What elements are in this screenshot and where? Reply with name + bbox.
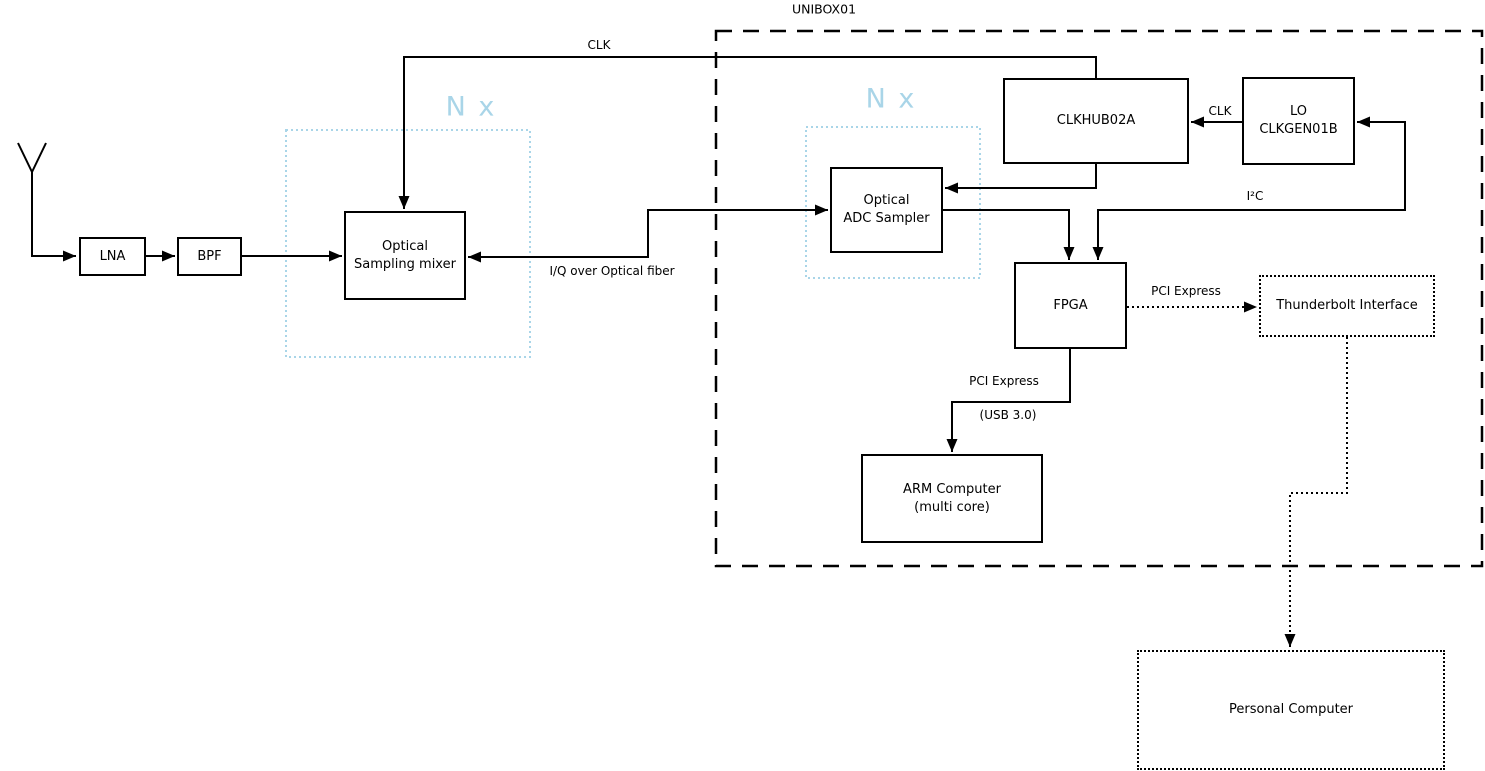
- nx-right-border: [805, 126, 981, 279]
- edge-clkhub-to-adc: [945, 164, 1097, 194]
- lo-label-line1: LO: [1289, 104, 1307, 120]
- edge-fpga-to-arm: [946, 349, 1071, 452]
- edge-adc-to-fpga: [943, 209, 1075, 260]
- edge-thunderbolt-to-pc: [1284, 337, 1348, 647]
- node-personal-computer: Personal Computer: [1137, 650, 1445, 770]
- arm-label-line1: ARM Computer: [903, 481, 1001, 497]
- mixer-label-line1: Optical: [382, 238, 428, 254]
- i2c-label: I²C: [1246, 189, 1264, 203]
- node-optical-adc-sampler: Optical ADC Sampler: [830, 167, 943, 253]
- edge-antenna-to-lna: [31, 172, 76, 262]
- lna-label: LNA: [99, 248, 126, 264]
- personal-computer-label: Personal Computer: [1228, 702, 1354, 718]
- clk-top-label: CLK: [587, 38, 611, 52]
- nx-left-label: N x: [445, 91, 497, 123]
- unibox-group-label: UNIBOX01: [791, 1, 857, 17]
- edge-iq-fiber: [468, 204, 828, 263]
- iq-fiber-label: I/Q over Optical fiber: [549, 264, 675, 278]
- node-lo-clkgen: LO CLKGEN01B: [1242, 77, 1355, 165]
- edge-i2c: [1092, 116, 1406, 260]
- thunderbolt-label: Thunderbolt Interface: [1276, 298, 1418, 314]
- antenna-icon: [17, 142, 47, 175]
- node-optical-sampling-mixer: Optical Sampling mixer: [344, 211, 466, 300]
- pcie-arm-label: PCI Express: [969, 374, 1039, 388]
- node-thunderbolt-interface: Thunderbolt Interface: [1259, 275, 1435, 337]
- edge-clk-to-mixer: [398, 56, 1097, 209]
- node-fpga: FPGA: [1014, 262, 1127, 349]
- nx-left-border: [285, 129, 531, 358]
- pcie-thunderbolt-label: PCI Express: [1151, 284, 1221, 298]
- nx-right-label: N x: [865, 83, 917, 115]
- fpga-label: FPGA: [1053, 297, 1088, 313]
- node-lna: LNA: [79, 237, 146, 276]
- clk-lo-label: CLK: [1208, 104, 1232, 118]
- node-bpf: BPF: [177, 237, 242, 276]
- unibox-border: [714, 29, 1484, 568]
- clkhub-label: CLKHUB02A: [1056, 113, 1136, 129]
- adc-label-line2: ADC Sampler: [843, 211, 930, 226]
- arm-label-line2: (multi core): [914, 499, 990, 515]
- mixer-label-line2: Sampling mixer: [354, 256, 456, 272]
- node-clkhub: CLKHUB02A: [1003, 78, 1189, 164]
- node-arm-computer: ARM Computer (multi core): [861, 454, 1043, 543]
- adc-label-line1: Optical: [863, 193, 910, 209]
- lo-label-line2: CLKGEN01B: [1259, 122, 1338, 137]
- usb-label: (USB 3.0): [979, 408, 1037, 422]
- bpf-label: BPF: [197, 248, 222, 264]
